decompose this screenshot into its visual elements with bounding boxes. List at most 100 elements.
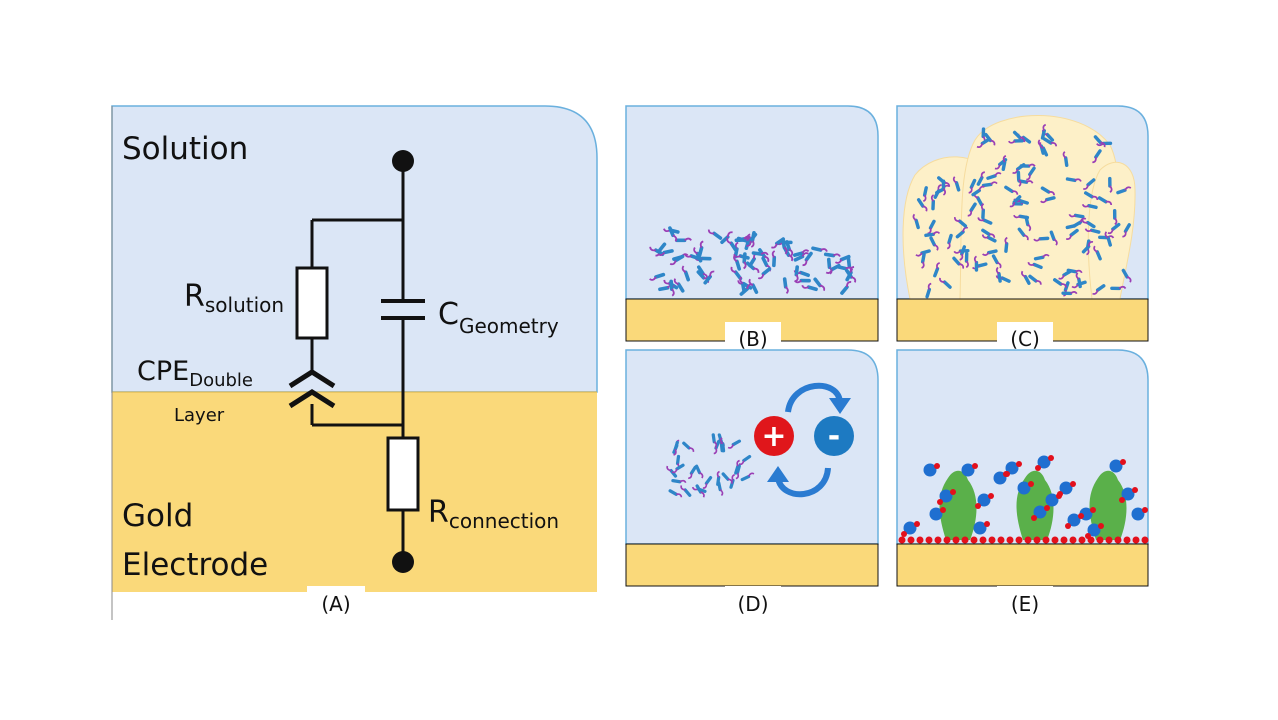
- bacterium-body: [1073, 213, 1085, 219]
- bacterium-body: [1072, 220, 1083, 228]
- adsorbed-molecule: [961, 463, 975, 477]
- bacterium-body: [806, 285, 818, 292]
- bacterium-flagellum: [995, 266, 1000, 275]
- adsorbed-ion: [1065, 523, 1071, 529]
- bacterium-flagellum: [743, 261, 747, 270]
- panel-c: (C): [896, 105, 1149, 352]
- bacterium-body: [695, 484, 703, 494]
- adsorbed-ion: [1119, 497, 1125, 503]
- surface-ion: [925, 536, 933, 544]
- bacterium-flagellum: [743, 235, 752, 240]
- bacterium-body: [981, 182, 993, 188]
- terminal-top: [392, 150, 414, 172]
- bacterium-flagellum: [727, 478, 733, 484]
- arrow-bottom-head: [767, 466, 789, 482]
- bacterium-flagellum: [1079, 217, 1087, 223]
- bacterium-flagellum: [976, 143, 984, 148]
- bacterium-flagellum: [746, 240, 752, 247]
- bacterium-flagellum: [1087, 240, 1094, 247]
- bacterium-flagellum: [1004, 236, 1008, 245]
- adsorbed-ion: [1048, 455, 1054, 461]
- bacterium-body: [1093, 135, 1103, 145]
- bacterium-flagellum: [788, 248, 794, 257]
- bacterium-body: [846, 257, 852, 269]
- bacterium-body: [740, 474, 751, 482]
- adsorbed-molecule: [939, 489, 953, 503]
- adsorbed-molecule: [977, 493, 991, 507]
- bacterium-flagellum: [688, 447, 695, 453]
- tag-c-box: [997, 322, 1053, 352]
- bacterium-flagellum: [700, 491, 705, 498]
- bacterium-flagellum: [1100, 141, 1106, 148]
- bacterium-flagellum: [802, 259, 808, 267]
- bacterium-flagellum: [1028, 163, 1036, 167]
- panel-e: (E): [896, 349, 1149, 616]
- bacterium-body: [704, 476, 713, 485]
- bacterium-body: [1041, 146, 1049, 157]
- bacteria-in-biofilm: [912, 123, 1132, 299]
- bacterium-flagellum: [952, 176, 957, 184]
- bacterium-flagellum: [1018, 179, 1022, 187]
- bacterium-flagellum: [1040, 199, 1048, 204]
- adsorbed-ion: [1142, 507, 1148, 513]
- bacterium-body: [924, 232, 935, 238]
- adsorbed-ion: [940, 507, 946, 513]
- bacterium-flagellum: [684, 237, 692, 242]
- adsorbed-ion: [1016, 461, 1022, 467]
- bacterium-body: [676, 282, 685, 293]
- bacterium-body: [1018, 214, 1030, 220]
- bacterium-flagellum: [747, 472, 755, 477]
- bacterium-body: [683, 488, 692, 497]
- bacterium-flagellum: [757, 273, 765, 280]
- bacterium-body: [1095, 284, 1106, 292]
- bacterium-body: [748, 232, 758, 243]
- bacterium-body: [712, 231, 723, 240]
- bacterium-body: [840, 285, 849, 295]
- bacterium-flagellum: [944, 181, 951, 187]
- bacterium-flagellum: [793, 279, 802, 284]
- bacterium-flagellum: [978, 185, 985, 191]
- bacterium-body: [942, 280, 952, 289]
- gold-electrode: [625, 543, 879, 587]
- adsorbed-ion: [901, 531, 907, 537]
- bacterium-body: [947, 233, 953, 245]
- bacteria-layer: [649, 226, 857, 297]
- bacterium-flagellum: [962, 226, 969, 233]
- bacterium-flagellum: [1075, 272, 1080, 280]
- adsorbed-molecule: [1121, 487, 1135, 501]
- bacterium-body: [711, 433, 716, 444]
- bacterium-flagellum: [649, 276, 657, 281]
- bacterium-flagellum: [946, 242, 951, 250]
- electrode-label-line2: Electrode: [122, 547, 268, 583]
- adsorbed-ion: [1120, 459, 1126, 465]
- bacterium-body: [952, 256, 961, 266]
- bacterium-body: [957, 219, 968, 228]
- bacterium-body: [1106, 236, 1112, 247]
- bacterium-body: [782, 277, 788, 289]
- tag-b: (B): [738, 327, 767, 351]
- bacterium-flagellum: [1065, 234, 1073, 240]
- bacterium-flagellum: [977, 217, 985, 222]
- bacterium-body: [1000, 276, 1011, 283]
- bacterium-body: [976, 175, 984, 186]
- bacterium-flagellum: [1092, 157, 1097, 164]
- bacterium-flagellum: [673, 278, 679, 286]
- adsorbed-molecule: [1033, 505, 1047, 519]
- bacterium-flagellum: [994, 164, 1001, 170]
- bacterium-body: [844, 268, 853, 279]
- surface-ion: [997, 536, 1005, 544]
- bacterium-flagellum: [958, 263, 965, 269]
- adsorbed-molecule: [973, 521, 987, 535]
- adsorbed-ion: [1078, 513, 1084, 519]
- adsorbed-ion: [1031, 515, 1037, 521]
- bacterium-flagellum: [954, 217, 960, 223]
- bacterium-flagellum: [716, 470, 720, 478]
- bacterium-flagellum: [1096, 142, 1104, 147]
- adsorbed-ion: [914, 521, 920, 527]
- tag-d: (D): [737, 592, 768, 616]
- cpe-label-line2: Layer: [174, 405, 225, 426]
- bacterium-flagellum: [1013, 214, 1021, 219]
- bacterium-body: [1028, 166, 1036, 177]
- bacterium-body: [914, 218, 920, 230]
- bacterium-flagellum: [988, 233, 996, 238]
